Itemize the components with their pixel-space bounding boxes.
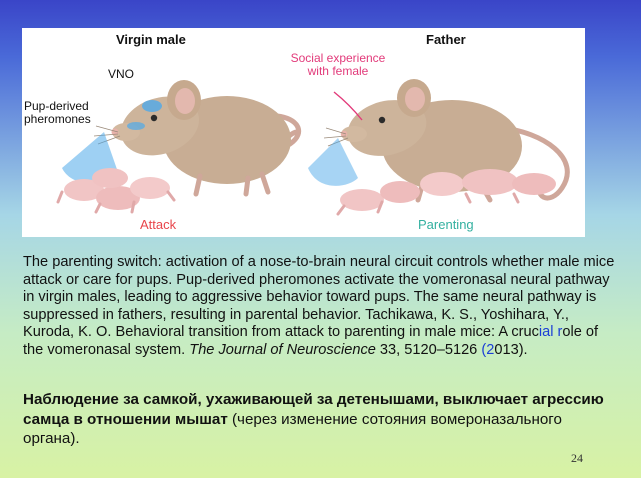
pheromones-label: Pup-derived pheromones bbox=[24, 99, 91, 126]
virgin-male-title: Virgin male bbox=[116, 32, 186, 47]
parenting-label: Parenting bbox=[418, 217, 474, 232]
pups-left bbox=[56, 168, 176, 214]
attack-label: Attack bbox=[140, 217, 177, 232]
vno-label: VNO bbox=[108, 67, 135, 81]
caption-highlight-1: ial r bbox=[538, 324, 563, 341]
english-caption: The parenting switch: activation of a no… bbox=[23, 254, 618, 360]
virgin-male-mouse bbox=[93, 80, 302, 197]
caption-text-3: 33, 5120–5126 bbox=[375, 341, 482, 358]
father-mouse bbox=[323, 79, 570, 203]
russian-summary-normal: (через изменение сотояния вомероназально… bbox=[23, 410, 562, 448]
pups-right bbox=[336, 169, 556, 216]
caption-text-1: The parenting switch: activation of a no… bbox=[23, 254, 615, 341]
russian-summary-bold: Наблюдение за самкой, ухаживающей за дет… bbox=[23, 391, 604, 428]
journal-name: The Journal of Neuroscience bbox=[189, 341, 376, 358]
social-experience-label: Social experience with female bbox=[290, 51, 386, 78]
russian-summary: Наблюдение за самкой, ухаживающей за дет… bbox=[23, 390, 618, 449]
father-title: Father bbox=[426, 32, 466, 47]
page-number: 24 bbox=[571, 451, 583, 465]
caption-highlight-2: (2 bbox=[481, 341, 495, 358]
pheromone-cloud-right bbox=[308, 138, 358, 186]
caption-text-4: 013). bbox=[494, 341, 528, 358]
mice-illustration bbox=[56, 79, 570, 216]
illustration: Virgin male Father VNO Pup-derived phero… bbox=[22, 28, 585, 237]
social-arrow bbox=[333, 91, 363, 121]
caption-text-2: ole of the vomeronasal system. bbox=[23, 324, 599, 358]
